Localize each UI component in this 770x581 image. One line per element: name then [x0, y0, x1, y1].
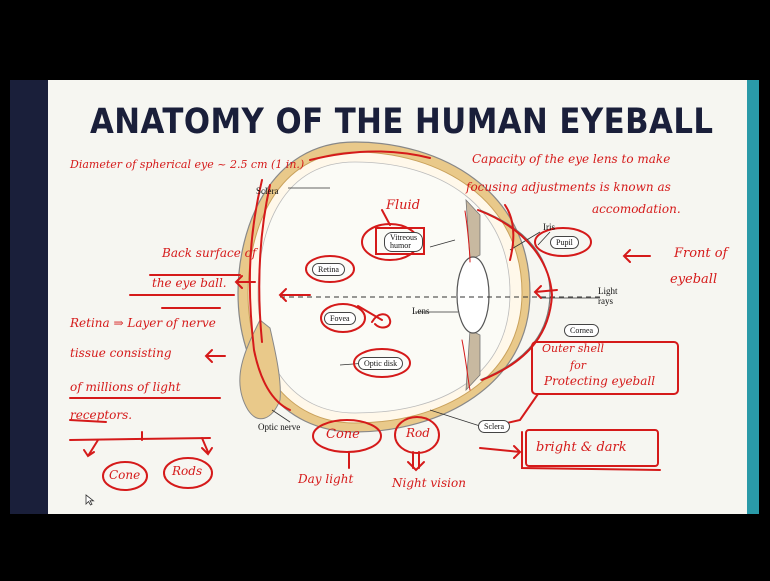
- eyeball-diagram: [10, 80, 759, 514]
- slide: ANATOMY OF THE HUMAN EYEBALL: [10, 80, 759, 514]
- label-sclera-bottom: Sclera: [478, 420, 510, 433]
- note-retina-def-4: receptors.: [70, 408, 132, 422]
- label-iris: Iris: [543, 222, 555, 232]
- lens-shape: [457, 257, 489, 333]
- label-sclera-top: Sclera: [256, 186, 279, 196]
- label-optic-disk: Optic disk: [358, 357, 403, 370]
- note-capacity-3: accomodation.: [592, 202, 681, 216]
- note-back-surface-2: the eye ball.: [152, 276, 227, 290]
- note-rod-big: Rod: [406, 426, 430, 440]
- note-retina-def-1: Retina ⇒ Layer of nerve: [70, 316, 216, 330]
- note-front-2: eyeball: [670, 272, 717, 287]
- note-retina-def-3: of millions of light: [70, 380, 181, 394]
- label-retina: Retina: [312, 263, 345, 276]
- note-bright-dark: bright & dark: [536, 440, 627, 455]
- note-diameter: Diameter of spherical eye ~ 2.5 cm (1 in…: [70, 158, 304, 171]
- note-retina-def-2: tissue consisting: [70, 346, 172, 360]
- note-night-vision: Night vision: [392, 476, 466, 490]
- label-optic-nerve: Optic nerve: [258, 422, 300, 432]
- label-lens: Lens: [412, 306, 430, 316]
- note-day-light: Day light: [298, 472, 353, 486]
- label-vitreous: Vitreous humor: [384, 232, 423, 252]
- note-cone-big: Cone: [326, 427, 360, 442]
- note-back-surface-1: Back surface of: [162, 246, 256, 260]
- label-pupil: Pupil: [550, 236, 579, 249]
- label-fovea: Fovea: [324, 312, 356, 325]
- label-light-rays: Light rays: [598, 286, 618, 306]
- note-outer-shell-2: for: [570, 359, 586, 372]
- note-capacity-2: focusing adjustments is known as: [466, 180, 671, 194]
- note-outer-shell-3: Protecting eyeball: [544, 374, 655, 388]
- pointer-cursor-icon: [85, 494, 95, 506]
- note-cone-small: Cone: [109, 468, 140, 482]
- note-fluid: Fluid: [386, 198, 420, 213]
- note-front-1: Front of: [674, 246, 727, 261]
- label-cornea: Cornea: [564, 324, 599, 337]
- note-outer-shell-1: Outer shell: [542, 342, 604, 355]
- note-rods-small: Rods: [172, 464, 202, 478]
- note-capacity-1: Capacity of the eye lens to make: [472, 152, 670, 166]
